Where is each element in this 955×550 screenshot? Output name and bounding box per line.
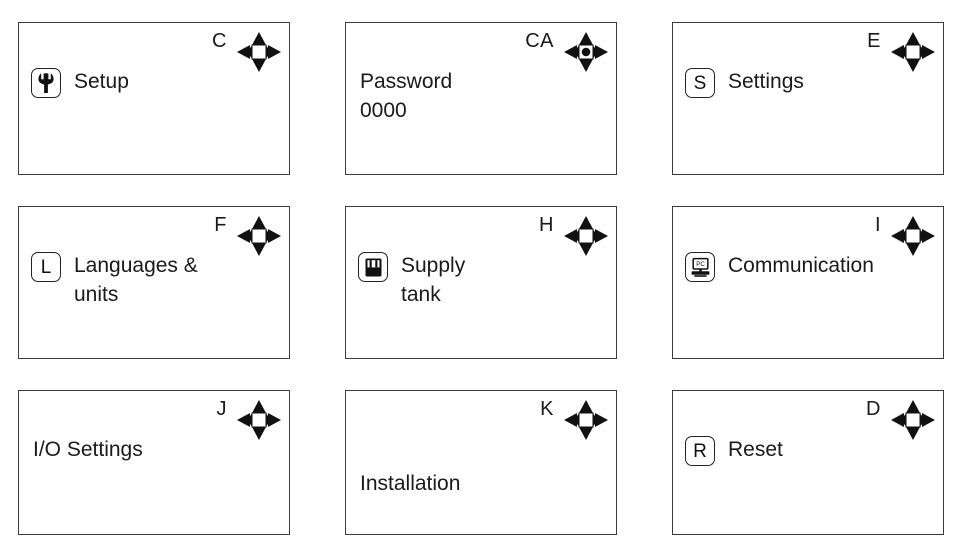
screen-content-row: Setup [31,67,281,98]
wrench-icon [31,68,61,98]
screen-label: Installation [360,472,461,495]
screen-content-row: I/O Settings [33,435,281,464]
screen-panel-supply-tank[interactable]: H Supply tank [345,206,617,359]
screen-code: E [867,30,881,52]
screen-content-row: Installation [360,469,608,498]
screen-code: K [540,398,554,420]
nav-diamond-icon[interactable] [562,214,610,258]
screen-content-row: S Settings [685,67,935,98]
screen-panel-languages-units[interactable]: F L Languages & units [18,206,290,359]
screen-content-row: PC Communication [685,251,935,282]
screen-content-row: Password 0000 [360,67,608,125]
screen-panel-password[interactable]: CA Password 0000 [345,22,617,175]
screen-code: H [539,214,554,236]
screen-code: J [216,398,227,420]
screen-label: Supply tank [401,254,466,306]
screen-code: CA [525,30,554,52]
supply-tank-icon [358,252,388,282]
nav-diamond-icon[interactable] [235,30,283,74]
nav-diamond-icon[interactable] [235,214,283,258]
nav-diamond-icon[interactable] [235,398,283,442]
menu-screens-grid: C Setup CA [18,22,944,535]
screen-code: C [212,30,227,52]
screen-label: Reset [728,438,783,461]
screen-label: I/O Settings [33,438,143,461]
password-value[interactable]: 0000 [360,99,407,122]
nav-diamond-icon[interactable] [889,214,937,258]
screen-code: D [866,398,881,420]
letter-badge-icon: S [685,68,715,98]
screen-content-row: L Languages & units [31,251,281,309]
screen-label: Languages & units [74,254,198,306]
screen-panel-communication[interactable]: I PC Communication [672,206,944,359]
screen-panel-reset[interactable]: D R Reset [672,390,944,535]
letter-badge-icon: R [685,436,715,466]
nav-diamond-ok-icon[interactable] [562,30,610,74]
screen-content-row: Supply tank [358,251,608,309]
letter-badge-icon: L [31,252,61,282]
pc-monitor-icon: PC [685,252,715,282]
nav-diamond-icon[interactable] [562,398,610,442]
screen-panel-setup[interactable]: C Setup [18,22,290,175]
nav-diamond-icon[interactable] [889,30,937,74]
screen-label: Communication [728,254,874,277]
screen-panel-settings[interactable]: E S Settings [672,22,944,175]
screen-code: F [214,214,227,236]
screen-label: Settings [728,70,804,93]
nav-diamond-icon[interactable] [889,398,937,442]
screen-panel-installation[interactable]: K Installation [345,390,617,535]
screen-label: Setup [74,70,129,93]
screen-content-row: R Reset [685,435,935,466]
screen-panel-io-settings[interactable]: J I/O Settings [18,390,290,535]
svg-text:PC: PC [696,261,705,268]
screen-code: I [874,214,881,236]
screen-label: Password [360,70,453,93]
